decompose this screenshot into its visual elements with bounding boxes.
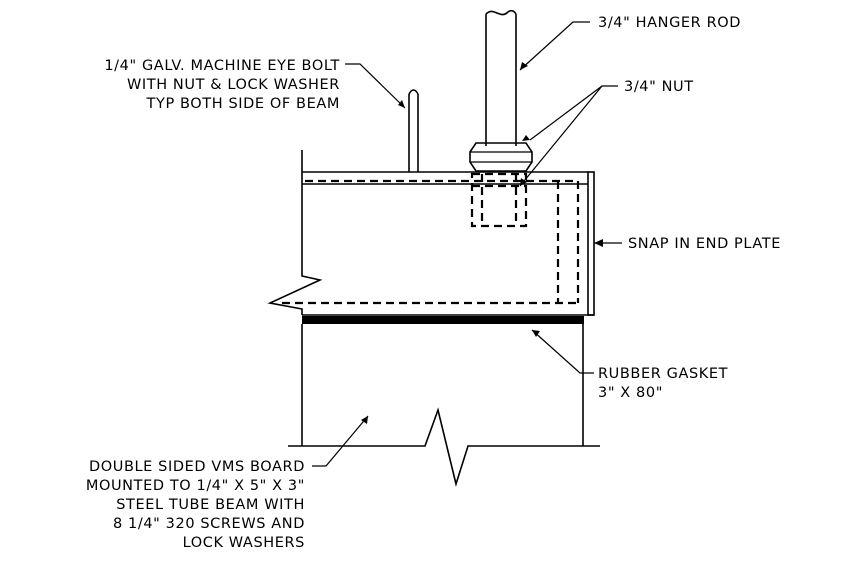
label-gasket-line-1: RUBBER GASKET [598, 366, 728, 382]
label-eye-bolt-line-1: 1/4" GALV. MACHINE EYE BOLT [104, 58, 340, 74]
label-board-line-4: 8 1/4" 320 SCREWS AND [113, 516, 305, 532]
label-eye-bolt-line-2: WITH NUT & LOCK WASHER [127, 77, 340, 93]
hanger-rod [485, 9, 517, 146]
label-hanger-rod: 3/4" HANGER ROD [598, 15, 741, 31]
label-board-line-3: STEEL TUBE BEAM WITH [116, 497, 305, 513]
arrowheads [361, 62, 603, 424]
eye-bolt [408, 89, 419, 172]
rubber-gasket [302, 316, 584, 324]
nut-top [469, 142, 533, 172]
vms-board [288, 324, 600, 487]
label-board-line-1: DOUBLE SIDED VMS BOARD [89, 459, 305, 475]
label-board-line-5: LOCK WASHERS [183, 535, 305, 551]
label-eye-bolt-line-3: TYP BOTH SIDE OF BEAM [146, 96, 340, 112]
label-gasket-line-2: 3" X 80" [598, 385, 663, 401]
label-end-plate: SNAP IN END PLATE [628, 236, 781, 252]
label-nut: 3/4" NUT [624, 79, 694, 95]
label-board-line-2: MOUNTED TO 1/4" X 5" X 3" [86, 478, 305, 494]
leader-lines [312, 21, 622, 467]
steel-tube-beam [267, 150, 594, 316]
hidden-lines [282, 172, 580, 305]
end-plate [587, 171, 595, 316]
